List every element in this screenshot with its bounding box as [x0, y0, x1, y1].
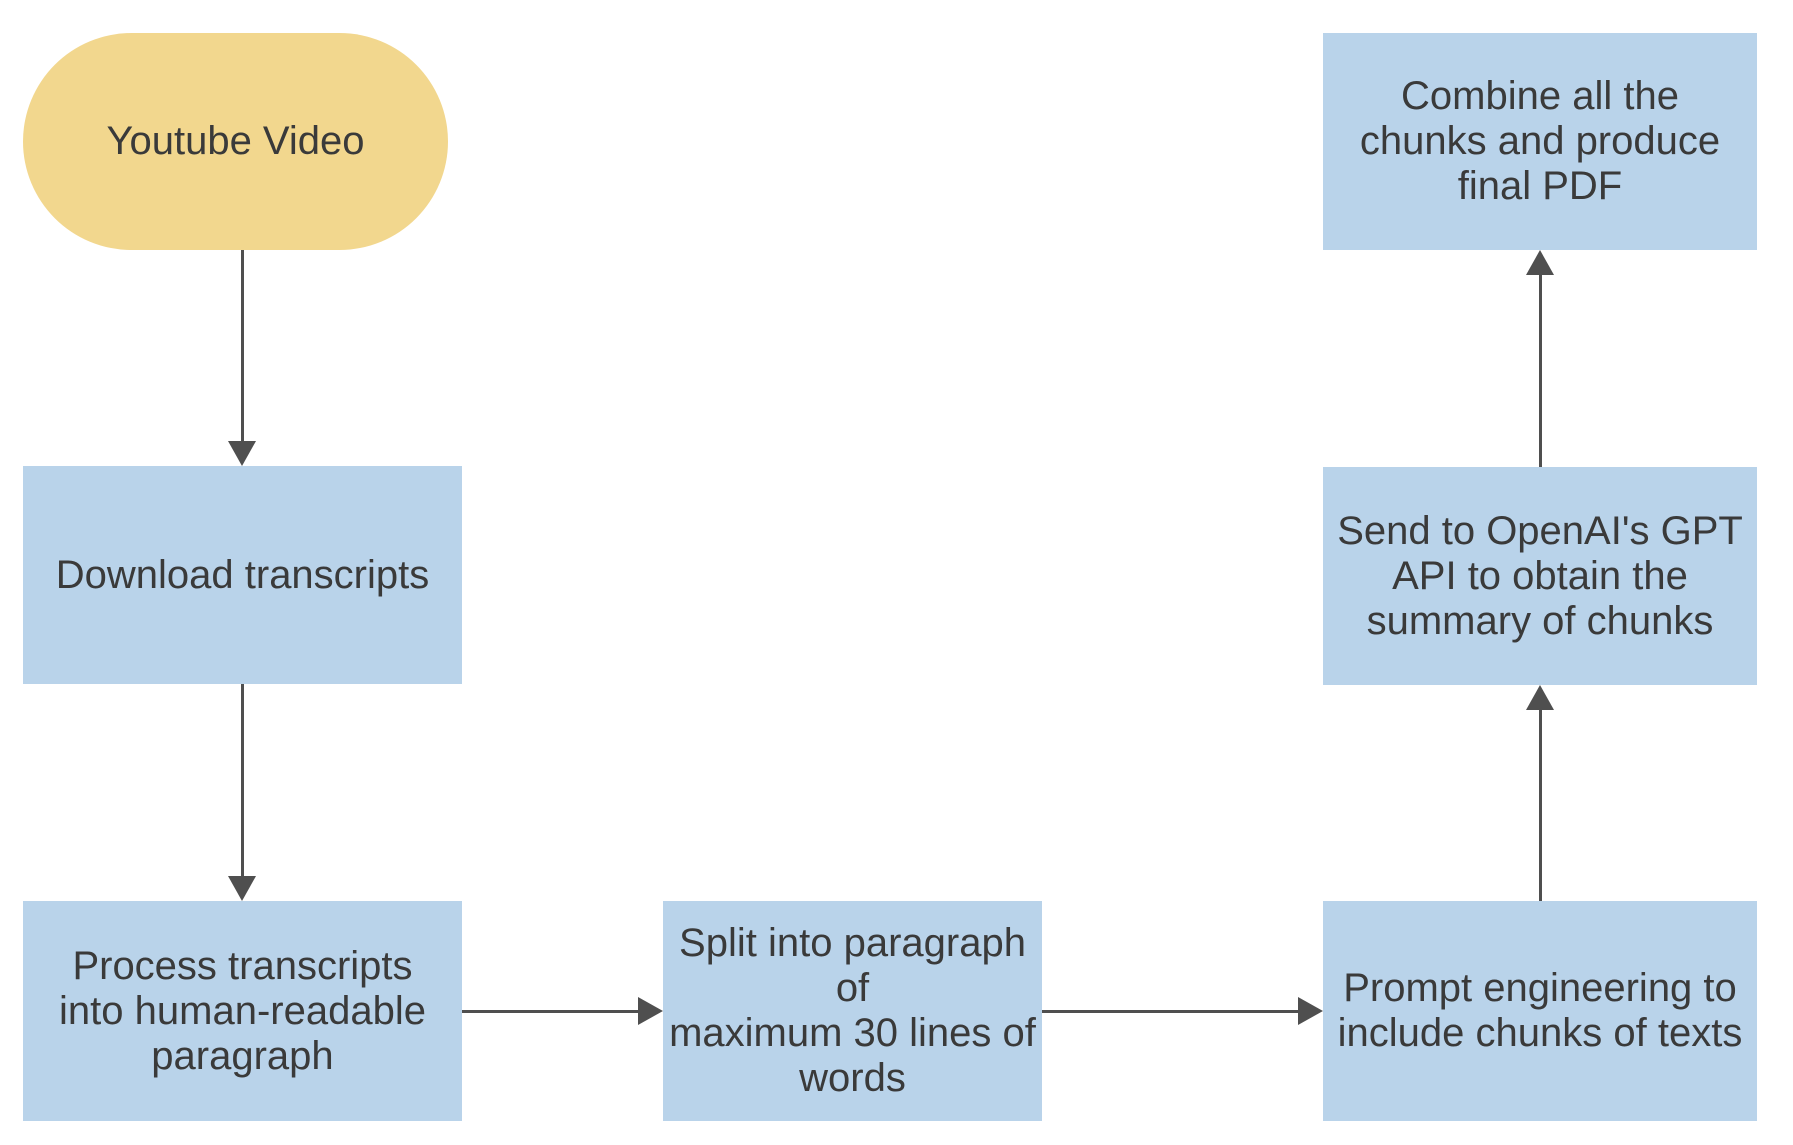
arrow-line [240, 684, 244, 878]
arrowhead-down-icon [228, 441, 256, 466]
arrow-process-to-split [462, 997, 663, 1025]
arrow-line [1538, 273, 1542, 467]
arrow-line [462, 1009, 640, 1013]
arrow-split-to-prompt [1042, 997, 1323, 1025]
arrowhead-down-icon [228, 876, 256, 901]
arrowhead-up-icon [1526, 250, 1554, 275]
arrow-line [1042, 1009, 1300, 1013]
arrow-line [240, 250, 244, 443]
arrowhead-right-icon [638, 997, 663, 1025]
arrow-download-to-process [228, 684, 256, 901]
arrow-line [1538, 708, 1542, 901]
node-split-into-paragraphs: Split into paragraph of maximum 30 lines… [663, 901, 1042, 1121]
node-process-transcripts: Process transcripts into human-readable … [23, 901, 462, 1121]
arrowhead-right-icon [1298, 997, 1323, 1025]
node-prompt-engineering: Prompt engineering to include chunks of … [1323, 901, 1757, 1121]
node-send-to-openai-gpt: Send to OpenAI's GPT API to obtain the s… [1323, 467, 1757, 685]
node-combine-chunks: Combine all the chunks and produce final… [1323, 33, 1757, 250]
arrow-youtube-to-download [228, 250, 256, 466]
arrow-send-to-combine [1526, 250, 1554, 467]
arrow-prompt-to-send [1526, 685, 1554, 901]
node-download-transcripts: Download transcripts [23, 466, 462, 684]
arrowhead-up-icon [1526, 685, 1554, 710]
node-youtube-video: Youtube Video [23, 33, 448, 250]
